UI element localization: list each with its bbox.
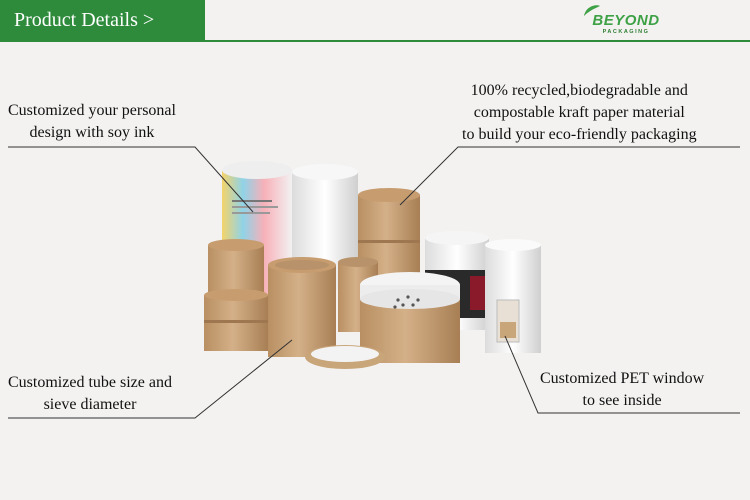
callout-line: Customized tube size and xyxy=(8,374,172,391)
header-divider xyxy=(0,40,750,42)
leaf-icon xyxy=(584,5,600,16)
callout-line: compostable kraft paper material xyxy=(473,104,685,121)
beyond-packaging-logo: BEYOND PACKAGING xyxy=(578,4,668,38)
callout-line: design with soy ink xyxy=(29,124,155,141)
logo-wordmark: BEYOND xyxy=(592,12,660,29)
callout-kraft-material: 100% recycled,biodegradable and composta… xyxy=(462,80,697,146)
callout-tube-size: Customized tube size and sieve diameter xyxy=(8,372,172,416)
callout-line: Customized your personal xyxy=(8,102,176,119)
leader-line-top-right xyxy=(399,146,740,206)
callout-pet-window: Customized PET window to see inside xyxy=(540,368,704,412)
logo-tagline: PACKAGING xyxy=(602,29,650,35)
leader-line-bottom-right xyxy=(504,335,740,414)
callout-line: to see inside xyxy=(582,392,662,409)
lid-ring xyxy=(305,345,385,369)
leader-line-top-left xyxy=(8,146,254,213)
callout-soy-ink: Customized your personal design with soy… xyxy=(8,100,176,144)
leader-line-bottom-left xyxy=(8,339,293,419)
small-kraft-stack xyxy=(204,239,268,351)
callout-line: Customized PET window xyxy=(540,370,705,387)
window-tube xyxy=(485,239,541,353)
product-details-header: Product Details > xyxy=(0,0,205,40)
callout-line: 100% recycled,biodegradable and xyxy=(470,82,688,99)
callout-line: sieve diameter xyxy=(43,396,137,413)
callout-line: to build your eco-friendly packaging xyxy=(462,126,697,143)
center-kraft-tube xyxy=(268,257,336,357)
